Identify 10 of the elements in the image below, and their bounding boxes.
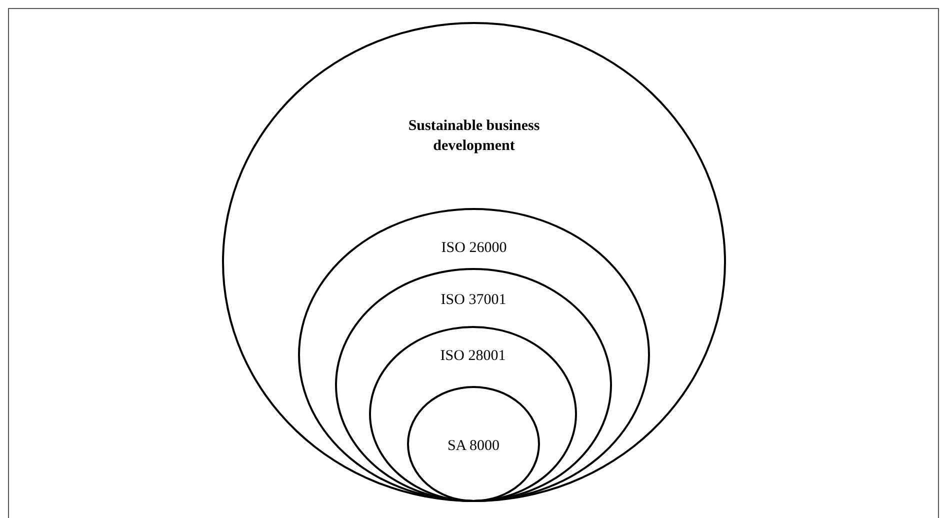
circle xyxy=(335,268,612,502)
heading: Sustainable business development xyxy=(407,117,541,156)
circle-label: SA 8000 xyxy=(446,437,501,456)
circle xyxy=(407,386,540,502)
circle xyxy=(369,326,577,502)
circle xyxy=(222,22,726,502)
circle xyxy=(298,208,650,502)
circle-label: ISO 28001 xyxy=(439,347,507,366)
circle-label: ISO 37001 xyxy=(440,291,508,310)
circle-label: ISO 26000 xyxy=(440,239,508,258)
